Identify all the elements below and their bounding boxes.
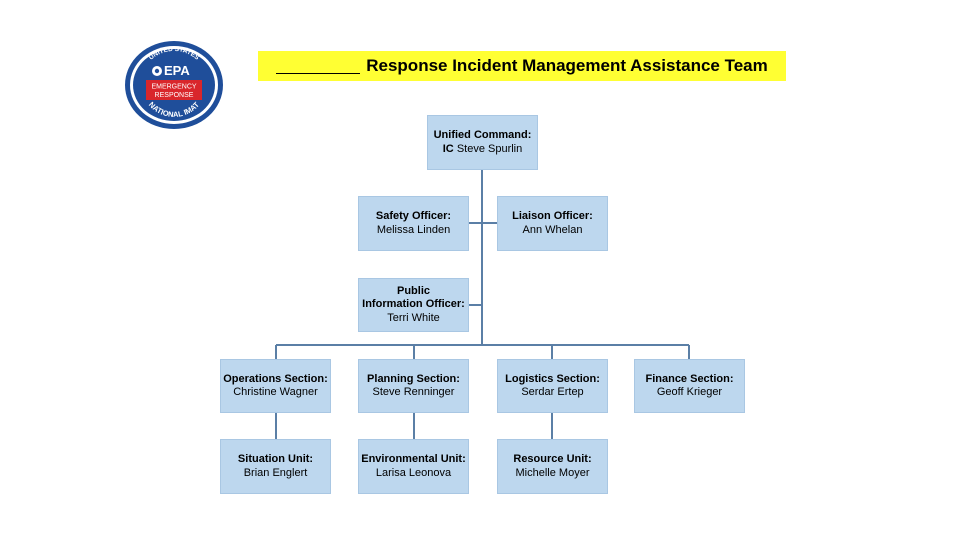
pio-role-line1: Public (396, 284, 430, 297)
logistics-section-name: Serdar Ertep (521, 386, 584, 398)
finance-section-name: Geoff Krieger (656, 386, 723, 398)
title-text: Response Incident Management Assistance … (366, 56, 768, 75)
planning-section-role: Planning Section: (367, 372, 460, 385)
resource-unit-role: Resource Unit: (513, 453, 592, 465)
operations-section-name: Christine Wagner (233, 386, 318, 398)
liaison-officer-box: Liaison Officer: Ann Whelan (497, 196, 608, 251)
logistics-section-role: Logistics Section: (505, 372, 600, 385)
resource-unit-name: Michelle Moyer (515, 466, 590, 479)
operations-section-role: Operations Section: (223, 372, 328, 385)
logo-agency-text: EPA (164, 63, 190, 78)
pio-name: Terri White (387, 311, 440, 324)
unified-command-name: Steve Spurlin (456, 142, 523, 155)
environmental-unit-role: Environmental Unit: (361, 453, 466, 465)
safety-officer-role: Safety Officer: (375, 210, 452, 222)
unified-command-box: Unified Command: IC Steve Spurlin (427, 115, 538, 170)
planning-section-box: Planning Section: Steve Renninger (358, 359, 469, 413)
logo-line1-text: EMERGENCY (151, 84, 196, 91)
situation-unit-name: Brian Englert (243, 466, 308, 479)
situation-unit-role: Situation Unit: (237, 453, 314, 465)
operations-section-box: Operations Section: Christine Wagner (220, 359, 331, 413)
pio-role-line2: Information Officer: (362, 298, 465, 311)
title-blank-underline (276, 58, 361, 74)
planning-section-name: Steve Renninger (372, 386, 455, 398)
finance-section-box: Finance Section: Geoff Krieger (634, 359, 745, 413)
public-information-officer-box: Public Information Officer: Terri White (358, 278, 469, 332)
logistics-section-box: Logistics Section: Serdar Ertep (497, 359, 608, 413)
environmental-unit-name: Larisa Leonova (375, 466, 452, 479)
safety-officer-name: Melissa Linden (376, 223, 451, 236)
safety-officer-box: Safety Officer: Melissa Linden (358, 196, 469, 251)
unified-command-ic-label: IC (442, 142, 454, 155)
page-title: Response Incident Management Assistance … (258, 51, 786, 81)
environmental-unit-box: Environmental Unit: Larisa Leonova (358, 439, 469, 494)
logo-line2-text: RESPONSE (155, 92, 194, 99)
liaison-officer-name: Ann Whelan (522, 223, 583, 236)
epa-emergency-response-logo: UNITED STATES NATIONAL IMAT EPA EMERGENC… (125, 41, 223, 129)
finance-section-role: Finance Section: (645, 372, 734, 385)
situation-unit-box: Situation Unit: Brian Englert (220, 439, 331, 494)
liaison-officer-role: Liaison Officer: (512, 210, 593, 222)
logo-red-band (146, 80, 202, 100)
unified-command-role: Unified Command: (433, 129, 532, 141)
resource-unit-box: Resource Unit: Michelle Moyer (497, 439, 608, 494)
